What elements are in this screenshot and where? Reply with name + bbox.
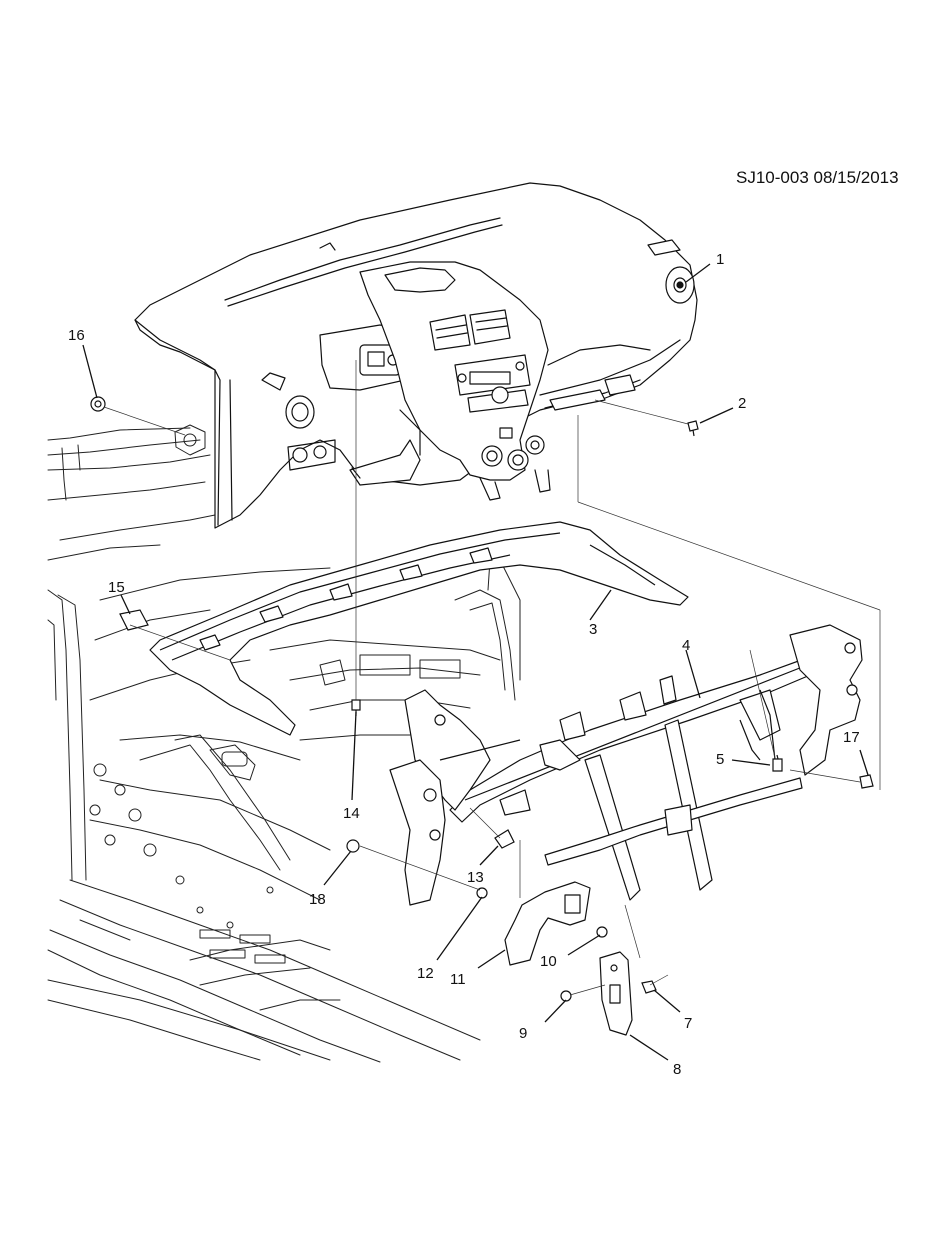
part-4-cross-car-beam [390, 625, 862, 905]
vehicle-body-structure [48, 425, 520, 1062]
part-13-clip [495, 830, 514, 848]
callout-4: 4 [682, 637, 690, 654]
callout-1: 1 [716, 251, 724, 268]
part-2-screw [688, 421, 698, 436]
part-8-bracket [600, 952, 632, 1035]
callout-5: 5 [716, 751, 724, 768]
callout-14: 14 [343, 805, 360, 822]
part-3-air-duct [150, 522, 688, 735]
part-10-bolt [597, 927, 607, 937]
callout-10: 10 [540, 953, 557, 970]
callout-labels: 1 2 3 4 5 7 8 9 10 11 12 13 14 15 16 17 … [68, 251, 860, 1078]
part-5-bolt [773, 755, 782, 771]
callout-leaders [82, 263, 869, 1061]
part-11-bracket [505, 882, 590, 965]
callout-13: 13 [467, 869, 484, 886]
callout-12: 12 [417, 965, 434, 982]
callout-11: 11 [450, 971, 466, 988]
part-1-vent-knob [677, 282, 683, 288]
part-16-nut [91, 397, 105, 411]
callout-9: 9 [519, 1025, 527, 1042]
callout-15: 15 [108, 579, 125, 596]
callout-18: 18 [309, 891, 326, 908]
part-18-plug [347, 840, 359, 852]
part-9-bolt [561, 991, 571, 1001]
callout-3: 3 [589, 621, 597, 638]
part-17-bolt [860, 775, 873, 788]
callout-2: 2 [738, 395, 746, 412]
callout-8: 8 [673, 1061, 681, 1078]
part-15-clip [120, 610, 148, 630]
callout-7: 7 [684, 1015, 692, 1032]
instrument-panel-assembly [135, 183, 697, 528]
document-id: SJ10-003 08/15/2013 [736, 168, 899, 187]
guide-lines [104, 360, 880, 995]
fasteners [91, 282, 873, 1001]
callout-17: 17 [843, 729, 860, 746]
callout-16: 16 [68, 327, 85, 344]
